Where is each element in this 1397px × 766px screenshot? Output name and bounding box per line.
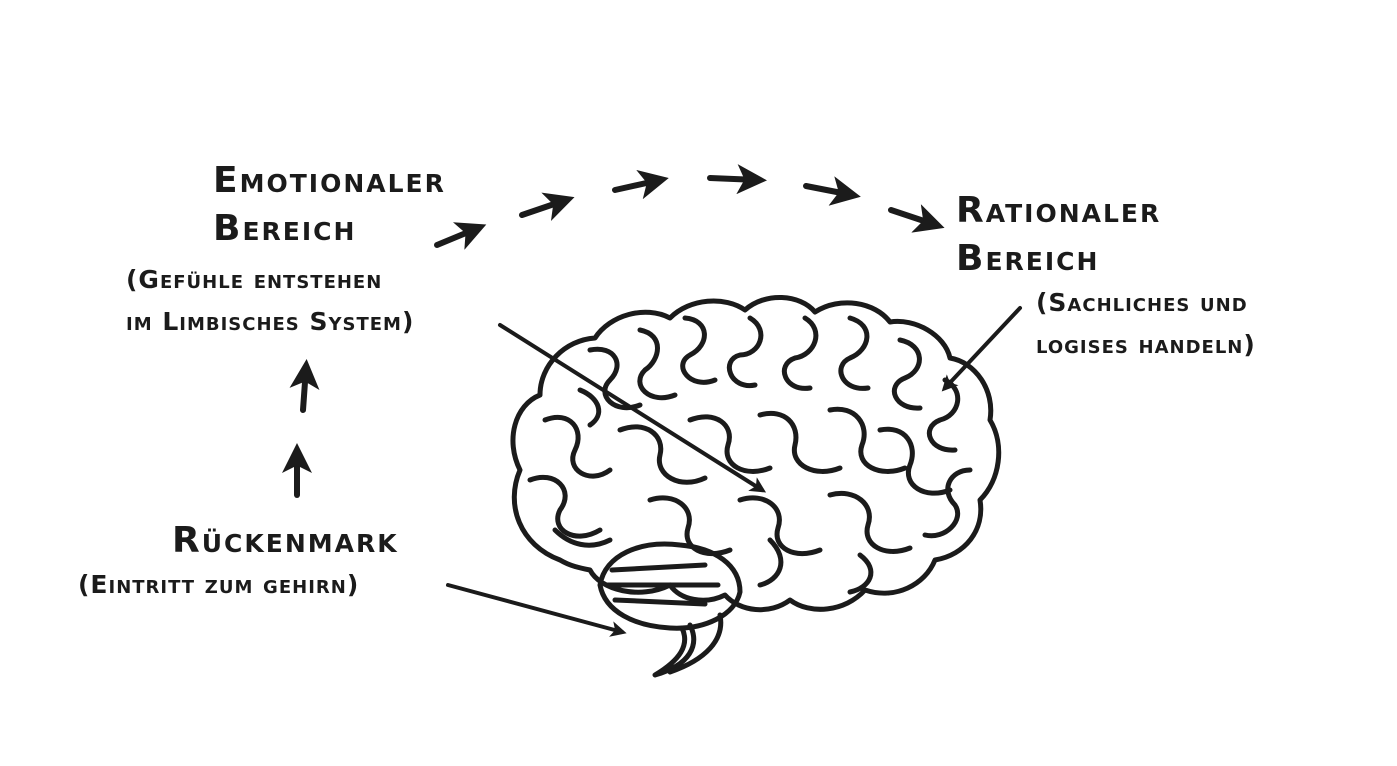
- rational-title-line1: Rationaler: [956, 190, 1162, 231]
- arrow-icon: [446, 306, 1022, 637]
- arrow-icon: [434, 164, 945, 250]
- arrow-icon: [282, 359, 320, 498]
- rational-title-line2: Bereich: [956, 238, 1100, 279]
- spinal-subtitle: (Eintritt zum gehirn): [78, 570, 360, 599]
- emotional-title-line1: Emotionaler: [213, 160, 446, 201]
- rational-subtitle-line1: (Sachliches und: [1036, 288, 1248, 317]
- emotional-subtitle-line1: (Gefühle entstehen: [126, 265, 383, 294]
- rational-subtitle-line2: logises handeln): [1036, 330, 1256, 359]
- emotional-title-line2: Bereich: [213, 208, 357, 249]
- emotional-subtitle-line2: im Limbisches System): [126, 307, 415, 336]
- brain-icon: [510, 295, 1002, 678]
- spinal-title: Rückenmark: [172, 520, 399, 561]
